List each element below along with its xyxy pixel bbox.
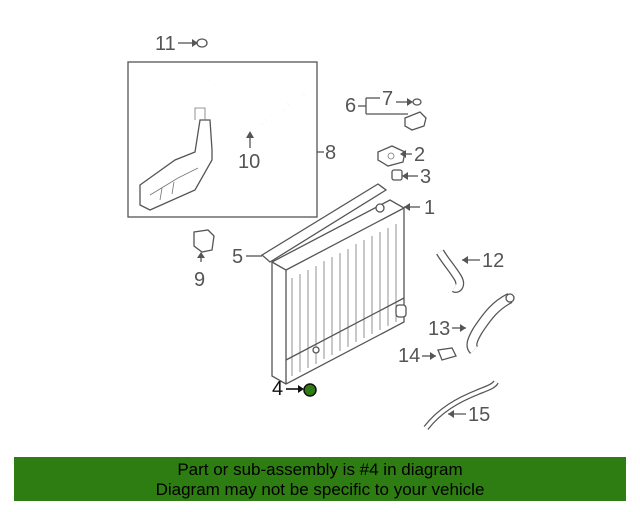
svg-text:10: 10 [238,151,260,173]
callout-8[interactable]: 8 [325,142,336,164]
radiator[interactable] [271,199,407,385]
svg-text:3: 3 [420,166,431,188]
svg-text:8: 8 [325,142,336,164]
banner-line-2: Diagram may not be specific to your vehi… [155,480,485,499]
callout-4-highlighted[interactable]: 4 [272,378,317,400]
svg-text:4: 4 [272,378,283,400]
info-banner: Part or sub-assembly is #4 in diagram Di… [14,457,626,501]
svg-text:1: 1 [424,197,435,219]
lower-hose[interactable] [466,293,515,354]
callout-9[interactable]: 9 [193,229,215,291]
callout-12[interactable]: 12 [462,250,504,272]
banner-line-1: Part or sub-assembly is #4 in diagram [177,460,463,479]
svg-text:11: 11 [155,33,176,55]
reservoir-tank[interactable] [139,107,213,211]
callout-6[interactable]: 6 [345,95,408,117]
upper-hose[interactable] [436,249,465,293]
callout-2[interactable]: 2 [377,144,425,167]
callout-11[interactable]: 11 [155,33,208,55]
svg-text:12: 12 [482,250,504,272]
callout-10[interactable]: 10 [238,131,260,173]
callout-15[interactable]: 15 [448,404,490,426]
svg-text:15: 15 [468,404,490,426]
callout-14[interactable]: 14 [398,345,457,367]
svg-text:14: 14 [398,345,420,367]
svg-text:13: 13 [428,318,450,340]
svg-text:9: 9 [194,269,205,291]
callout-3[interactable]: 3 [391,166,431,188]
svg-text:7: 7 [382,88,393,110]
parts-diagram: 11 8 10 6 7 [127,33,515,430]
svg-text:2: 2 [414,144,425,166]
overflow-hose[interactable] [423,380,499,430]
radiator-cap[interactable] [404,111,427,131]
svg-text:6: 6 [345,95,356,117]
callout-13[interactable]: 13 [428,318,466,340]
reservoir-assembly-box [127,61,324,218]
callout-1[interactable]: 1 [404,197,435,219]
svg-text:5: 5 [232,246,243,268]
drain-plug-icon [303,383,317,397]
reservoir-hose[interactable] [204,68,305,130]
callout-7[interactable]: 7 [366,88,422,110]
callout-5[interactable]: 5 [232,246,262,268]
seal-strip[interactable] [260,183,388,263]
